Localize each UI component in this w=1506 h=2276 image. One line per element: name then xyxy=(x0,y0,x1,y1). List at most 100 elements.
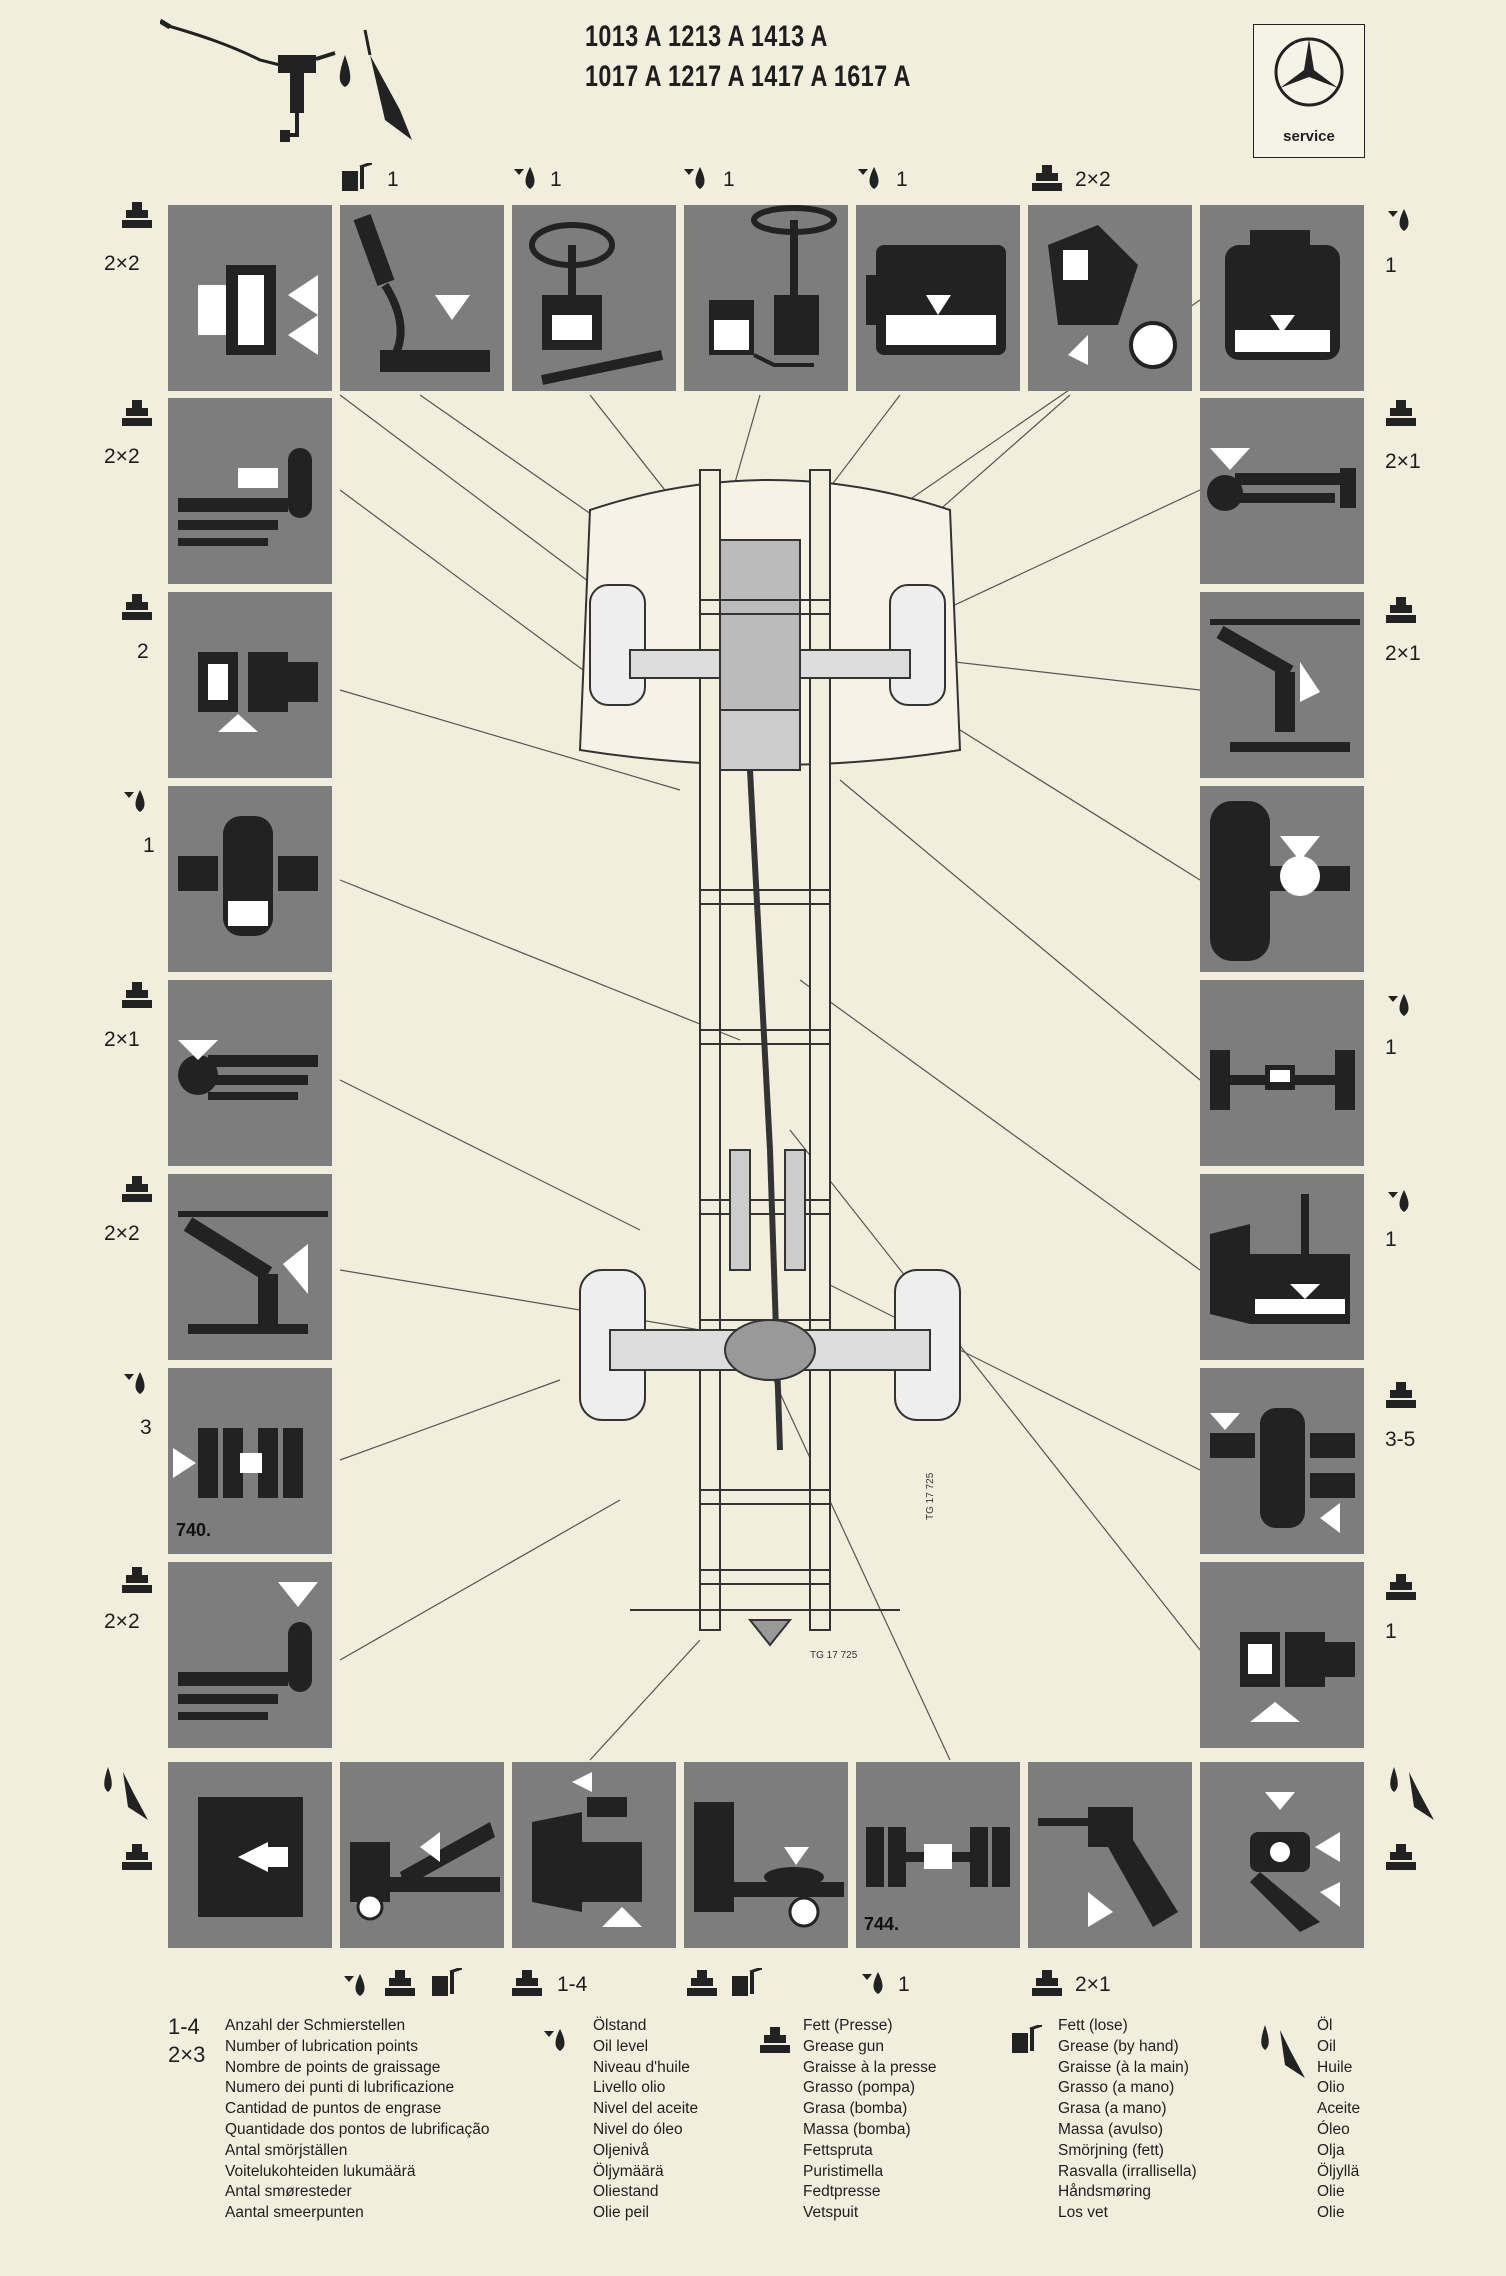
right-count-1: 1 xyxy=(1385,254,1397,277)
top-count-2: 1 xyxy=(550,168,562,191)
oil-can-icon xyxy=(1008,2025,1042,2055)
legend-grease-gun-line: Grasso (pompa) xyxy=(803,2079,915,2097)
legend-grease-hand-line: Rasvalla (irrallisella) xyxy=(1058,2162,1197,2180)
oil-level-icon xyxy=(510,163,544,193)
legend-oil-level: Ölstand Oil level Niveau d'huile Livello… xyxy=(593,2016,698,2224)
panel-tipper-hinge xyxy=(340,1762,504,1948)
legend-count-line: Nombre de points de graissage xyxy=(225,2058,441,2076)
grease-gun-icon xyxy=(1384,1380,1418,1410)
legend-oil-line: Olie xyxy=(1317,2183,1345,2201)
panel-left-differential xyxy=(168,786,332,972)
legend-grease-gun-line: Massa (bomba) xyxy=(803,2120,911,2138)
right-count-2: 2×1 xyxy=(1385,450,1421,473)
bottom-count-4: 1 xyxy=(898,1973,910,1996)
legend-grease-hand-line: Grasa (a mano) xyxy=(1058,2100,1167,2118)
legend: 1-4 2×3 Anzahl der Schmierstellen Number… xyxy=(0,2010,1506,2276)
oil-level-icon xyxy=(540,2025,574,2055)
panel-cab-tilt xyxy=(1028,205,1192,391)
panel-steering-reservoir xyxy=(684,205,848,391)
chassis-drawing xyxy=(578,469,962,1647)
grease-gun-icon xyxy=(1030,1968,1064,1998)
right-count-7: 1 xyxy=(1385,1620,1397,1643)
oil-icon xyxy=(1255,2020,1315,2080)
legend-count-points: Anzahl der Schmierstellen Number of lubr… xyxy=(225,2016,490,2224)
legend-grease-gun: Fett (Presse) Grease gun Graisse à la pr… xyxy=(803,2016,937,2224)
grease-gun-icon xyxy=(1384,398,1418,428)
top-count-3: 1 xyxy=(723,168,735,191)
oil-can-icon xyxy=(428,1968,462,1998)
grease-gun-icon xyxy=(510,1968,544,1998)
right-count-4: 1 xyxy=(1385,1036,1397,1059)
grease-gun-icon xyxy=(120,980,154,1010)
panel-bottom-axle: 744. xyxy=(856,1762,1020,1948)
panel-left-clutch-linkage xyxy=(168,1174,332,1360)
legend-grease-gun-line: Fedtpresse xyxy=(803,2183,881,2201)
left-count-6: 2×2 xyxy=(104,1222,140,1245)
oil-level-icon xyxy=(1384,205,1418,235)
legend-oil-level-line: Nivel do óleo xyxy=(593,2120,683,2138)
panel-transmission-oil xyxy=(1200,205,1364,391)
legend-count-line: Antal smörjställen xyxy=(225,2141,348,2159)
bottom-count-5: 2×1 xyxy=(1075,1973,1111,1996)
oil-icon xyxy=(98,1762,158,1822)
panel-label-740: 740. xyxy=(176,1520,212,1540)
legend-oil-line: Óleo xyxy=(1317,2120,1350,2138)
bottom-count-2: 1-4 xyxy=(557,1973,588,1996)
oil-level-icon xyxy=(120,786,154,816)
legend-oil-line: Olie xyxy=(1317,2204,1345,2222)
oil-level-icon xyxy=(1384,1186,1418,1216)
legend-grease-hand-line: Fett (lose) xyxy=(1058,2017,1128,2034)
panel-steering-box xyxy=(512,205,676,391)
panel-left-rear-axle: 740. xyxy=(168,1368,332,1554)
legend-grease-hand-line: Massa (avulso) xyxy=(1058,2120,1164,2138)
logo-service-text: service xyxy=(1283,128,1335,145)
legend-grease-hand-line: Graisse (à la main) xyxy=(1058,2058,1189,2076)
legend-count-line: Anzahl der Schmierstellen xyxy=(225,2017,406,2034)
legend-oil-level-line: Öljymäärä xyxy=(593,2162,664,2180)
top-count-4: 1 xyxy=(896,168,908,191)
legend-count-line: Aantal smeerpunten xyxy=(225,2204,364,2222)
grease-gun-icon xyxy=(685,1968,719,1998)
oil-level-icon xyxy=(680,163,714,193)
panel-right-differential-joints xyxy=(1200,1368,1364,1554)
legend-oil-level-line: Niveau d'huile xyxy=(593,2058,690,2076)
legend-grease-hand-line: Los vet xyxy=(1058,2204,1108,2222)
right-count-5: 1 xyxy=(1385,1228,1397,1251)
panel-label-744: 744. xyxy=(864,1914,900,1934)
grease-gun-icon xyxy=(120,398,154,428)
legend-count-line: Cantidad de puntos de engrase xyxy=(225,2100,442,2118)
grease-gun-icon xyxy=(120,1565,154,1595)
left-count-2: 2×2 xyxy=(104,445,140,468)
legend-count-example-1: 1-4 xyxy=(168,2014,200,2039)
legend-oil: Öl Oil Huile Olio Aceite Óleo Olja Öljyl… xyxy=(1317,2016,1360,2224)
legend-oil-line: Olio xyxy=(1317,2079,1345,2097)
panel-right-transmission xyxy=(1200,1174,1364,1360)
left-count-5: 2×1 xyxy=(104,1028,140,1051)
top-count-5: 2×2 xyxy=(1075,168,1111,191)
oil-can-icon xyxy=(338,163,372,193)
legend-oil-line: Öl xyxy=(1317,2017,1333,2034)
legend-grease-gun-line: Graisse à la presse xyxy=(803,2058,937,2076)
grease-gun-icon xyxy=(1384,1572,1418,1602)
top-count-1: 1 xyxy=(387,168,399,191)
legend-oil-line: Oil xyxy=(1317,2037,1336,2055)
legend-oil-level-line: Oliestand xyxy=(593,2183,659,2201)
legend-oil-level-line: Olie peil xyxy=(593,2204,649,2222)
panel-hand-brake-valve xyxy=(1200,1762,1364,1948)
oil-can-icon xyxy=(728,1968,762,1998)
oil-level-icon xyxy=(858,1968,892,1998)
right-count-3: 2×1 xyxy=(1385,642,1421,665)
left-count-8: 2×2 xyxy=(104,1610,140,1633)
panel-power-take-off xyxy=(512,1762,676,1948)
panel-front-spring-shackle xyxy=(168,205,332,391)
panel-fifth-wheel-plate xyxy=(168,1762,332,1948)
legend-oil-line: Huile xyxy=(1317,2058,1353,2076)
legend-grease-gun-line: Vetspuit xyxy=(803,2204,859,2222)
star-emblem-icon xyxy=(1274,37,1344,107)
right-count-6: 3-5 xyxy=(1385,1428,1416,1451)
legend-grease-hand-line: Smörjning (fett) xyxy=(1058,2141,1164,2159)
grease-gun-icon xyxy=(120,200,154,230)
legend-grease-gun-line: Grasa (bomba) xyxy=(803,2100,908,2118)
left-count-7: 3 xyxy=(140,1416,152,1439)
legend-oil-level-line: Livello olio xyxy=(593,2079,666,2097)
